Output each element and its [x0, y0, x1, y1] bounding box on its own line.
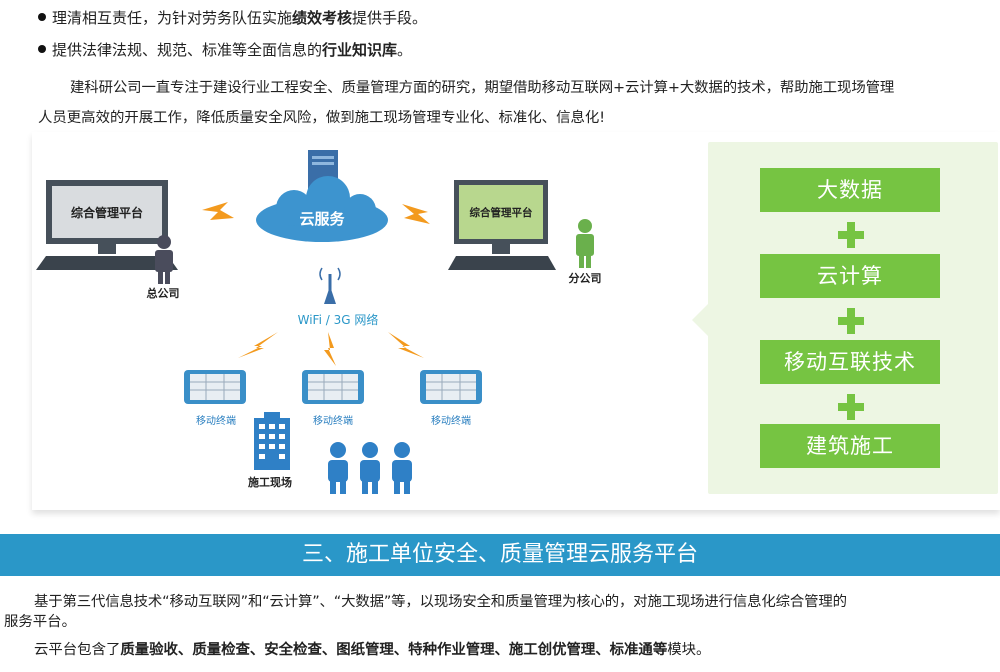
bullet-bold-text: 绩效考核: [292, 9, 353, 27]
bullet-text: 理清相互责任，为针对劳务队伍实施: [52, 9, 293, 27]
lightning-arrow-icon: [324, 332, 336, 366]
architecture-diagram: 综合管理平台 总公司 云服务: [32, 132, 1000, 510]
worker-icon: [392, 442, 412, 494]
branch-person-icon: [576, 219, 594, 268]
site-label: 施工现场: [248, 475, 292, 489]
lightning-arrow-icon: [402, 204, 430, 224]
bullet-text: 提供法律法规、规范、标准等全面信息的: [52, 41, 323, 59]
network-diagram-svg: 综合管理平台 总公司 云服务: [36, 150, 602, 494]
plus-icon: [838, 394, 864, 420]
left-monitor-label: 综合管理平台: [71, 205, 143, 220]
worker-icon: [328, 442, 348, 494]
bullet-dot-icon: [38, 13, 46, 21]
terminal-label: 移动终端: [313, 414, 353, 427]
lightning-arrow-icon: [202, 202, 234, 220]
right-monitor-icon: [448, 180, 556, 270]
bullet-text: 。: [397, 41, 413, 59]
body-p2-prefix: 云平台包含了: [34, 642, 121, 658]
stack-box-big-data: 大数据: [760, 168, 940, 212]
bullet-bold-text: 行业知识库: [322, 41, 398, 59]
tablet-icon: [302, 370, 364, 404]
stack-box-mobile: 移动互联技术: [760, 340, 940, 384]
right-monitor-label: 综合管理平台: [470, 206, 533, 219]
body-p1-line-2: 服务平台。: [4, 614, 76, 630]
building-icon: [254, 412, 290, 470]
body-p2-suffix: 模块。: [667, 642, 711, 658]
body-p2-modules: 质量验收、质量检查、安全检查、图纸管理、特种作业管理、施工创优管理、标准通等: [120, 642, 668, 658]
antenna-icon: [319, 267, 341, 304]
body-p2: 云平台包含了质量验收、质量检查、安全检查、图纸管理、特种作业管理、施工创优管理、…: [34, 640, 710, 660]
tablet-icon: [184, 370, 246, 404]
lightning-arrow-icon: [238, 332, 278, 358]
hq-label: 总公司: [147, 286, 180, 300]
hq-person-icon: [155, 235, 173, 284]
left-monitor-icon: [36, 180, 178, 270]
bullet-item: 提供法律法规、规范、标准等全面信息的行业知识库。: [38, 40, 412, 60]
terminal-label: 移动终端: [196, 414, 236, 427]
branch-label: 分公司: [569, 271, 602, 285]
intro-line-2: 人员更高效的开展工作，降低质量安全风险，做到施工现场管理专业化、标准化、信息化!: [38, 110, 606, 126]
lightning-arrow-icon: [388, 332, 424, 358]
bullet-item: 理清相互责任，为针对劳务队伍实施绩效考核提供手段。: [38, 8, 427, 28]
plus-icon: [838, 222, 864, 248]
intro-line-1: 建科研公司一直专注于建设行业工程安全、质量管理方面的研究，期望借助移动互联网+云…: [70, 80, 895, 96]
stack-box-construction: 建筑施工: [760, 424, 940, 468]
terminal-label: 移动终端: [431, 414, 471, 427]
network-label: WiFi / 3G 网络: [298, 312, 379, 327]
tablet-icon: [420, 370, 482, 404]
body-p1-line-1: 基于第三代信息技术“移动互联网”和“云计算”、“大数据”等，以现场安全和质量管理…: [34, 594, 847, 610]
stack-box-cloud: 云计算: [760, 254, 940, 298]
bullet-text: 提供手段。: [352, 9, 428, 27]
tech-stack-panel: 大数据 云计算 移动互联技术 建筑施工: [692, 142, 998, 494]
worker-icon: [360, 442, 380, 494]
section-banner: 三、施工单位安全、质量管理云服务平台: [0, 534, 1000, 576]
bullet-dot-icon: [38, 45, 46, 53]
plus-icon: [838, 308, 864, 334]
cloud-icon: [256, 176, 388, 242]
cloud-label: 云服务: [299, 210, 345, 228]
